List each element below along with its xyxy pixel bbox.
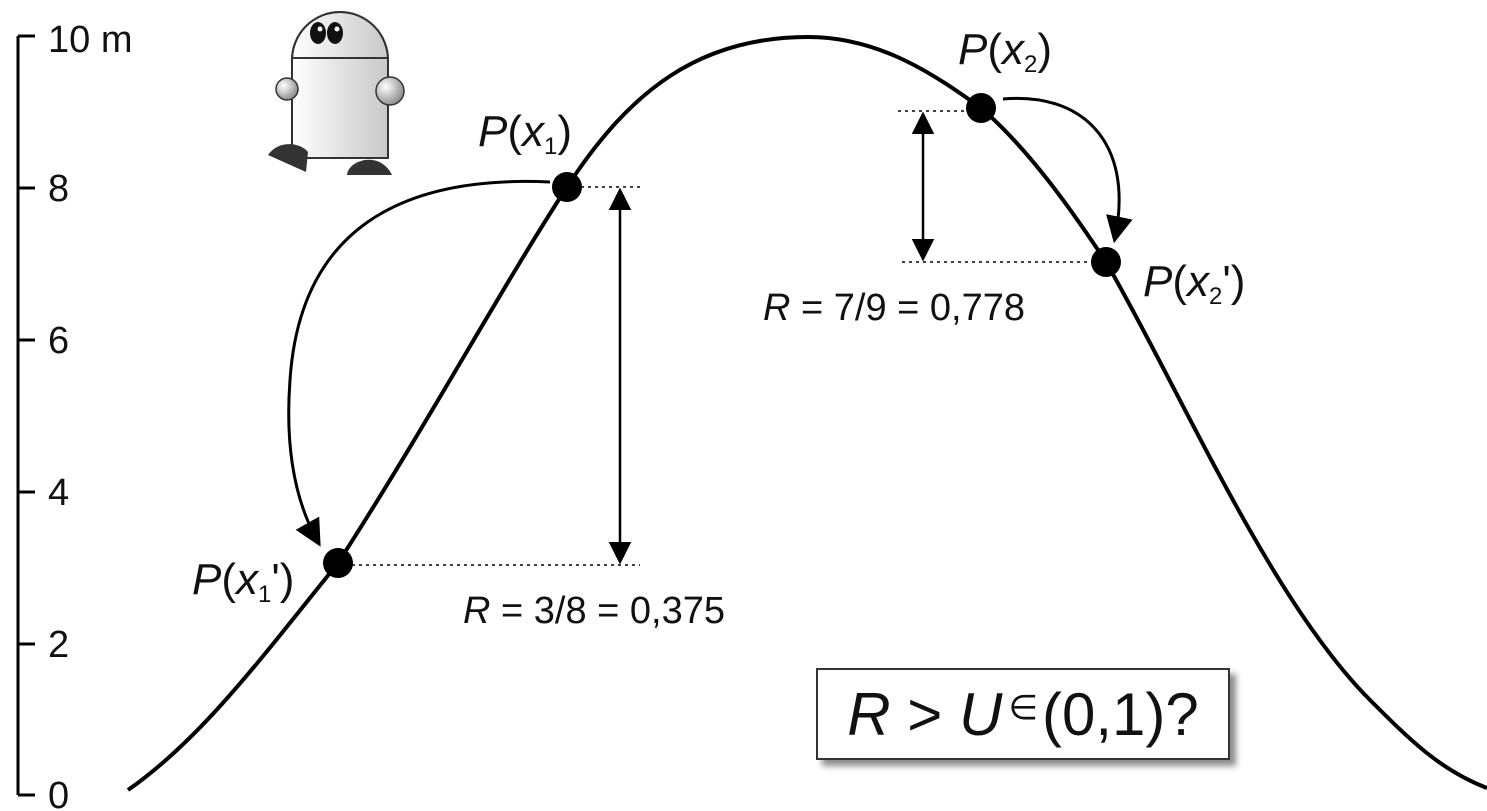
- ratio-label-2: R = 7/9 = 0,778: [763, 287, 1025, 329]
- tick-label-6: 6: [48, 320, 69, 362]
- tick-label-0: 0: [48, 775, 69, 811]
- robot-eye-right: [327, 22, 343, 44]
- label-p-x2: P(x2): [958, 25, 1052, 78]
- question-gt: >: [891, 680, 959, 749]
- move-arrow-2: [1003, 98, 1119, 238]
- label-p-x2-prime: P(x2'): [1143, 257, 1245, 310]
- y-axis: 0 2 4 6 8 10 m: [18, 19, 132, 811]
- point-x2: [966, 93, 996, 123]
- label-p-x1: P(x1): [478, 107, 572, 160]
- robot-arm-right: [376, 77, 404, 105]
- question-u: U: [959, 680, 1002, 749]
- label-p-x1-prime: P(x1'): [192, 555, 294, 608]
- robot-eye-left: [310, 22, 326, 44]
- question-in-symbol: ∈: [1008, 688, 1038, 728]
- tick-label-4: 4: [48, 472, 69, 514]
- question-r: R: [847, 680, 890, 749]
- acceptance-question-box: R > U ∈ (0,1)?: [816, 668, 1230, 760]
- robot-arm-left: [276, 78, 298, 100]
- tick-label-2: 2: [48, 624, 69, 666]
- point-x2-prime: [1091, 247, 1121, 277]
- robot-body: [292, 58, 388, 158]
- robot-illustration: [268, 12, 404, 175]
- tick-label-10: 10 m: [48, 19, 132, 61]
- robot-foot-right: [347, 160, 392, 175]
- reference-lines: [338, 111, 1106, 565]
- robot-foot-left: [268, 144, 308, 172]
- ratio-label-1: R = 3/8 = 0,375: [463, 590, 725, 632]
- tick-label-8: 8: [48, 168, 69, 210]
- question-interval: (0,1)?: [1042, 680, 1199, 749]
- move-arrow-1: [289, 181, 550, 542]
- point-x1: [552, 172, 582, 202]
- point-x1-prime: [323, 548, 353, 578]
